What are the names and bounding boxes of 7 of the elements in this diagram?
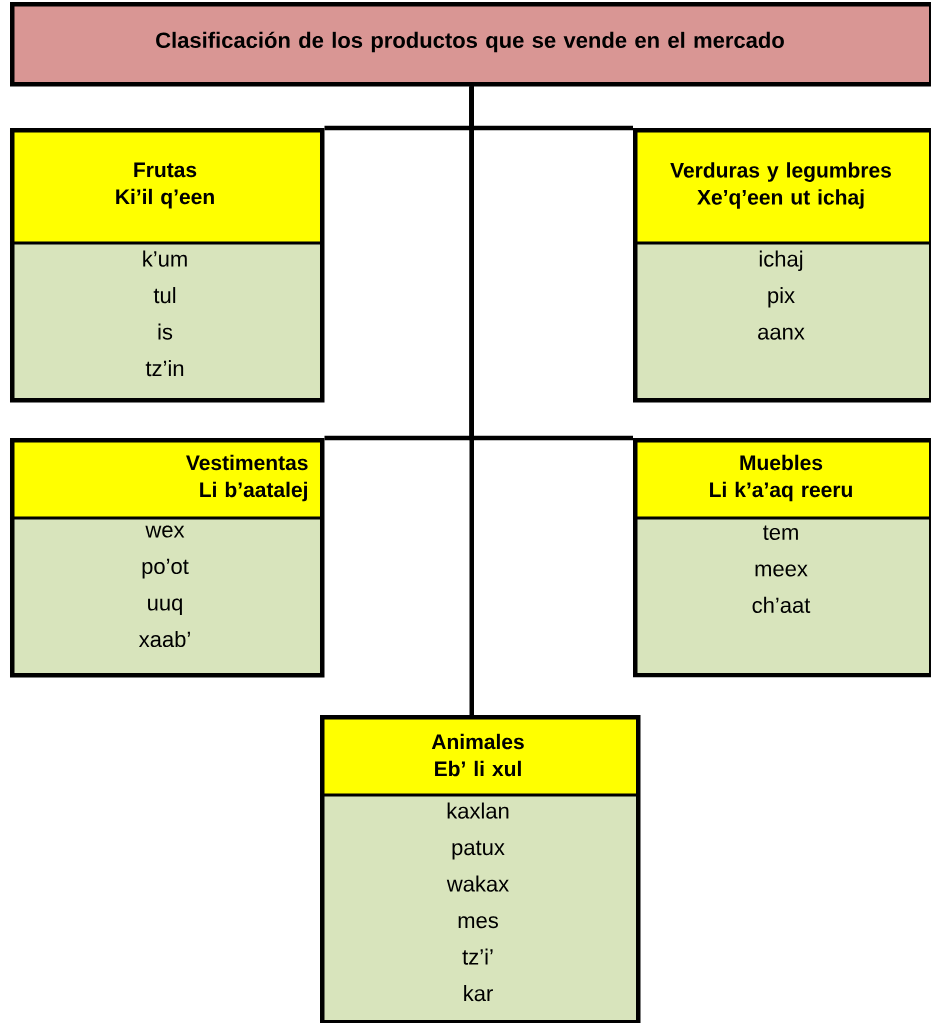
category-box: Vestimentas Li b’aatalej wex po’ot uuq xaab’ bbox=[10, 438, 325, 678]
category-box: Frutas Ki’il q’een k’um tul is tz’in bbox=[10, 128, 325, 403]
category-box: Verduras y legumbres Xe’q’een ut ichaj ichaj pix aanx bbox=[633, 128, 931, 403]
category-box: Animales Eb’ li xul kaxlan patux wakax mes tz’i’ kar bbox=[320, 715, 641, 1023]
connector-line bbox=[469, 86, 474, 715]
title-box: Clasificación de los productos que se vende en el mercado bbox=[10, 2, 931, 87]
category-box: Muebles Li k’a’aq reeru tem meex ch’aat bbox=[633, 438, 931, 678]
